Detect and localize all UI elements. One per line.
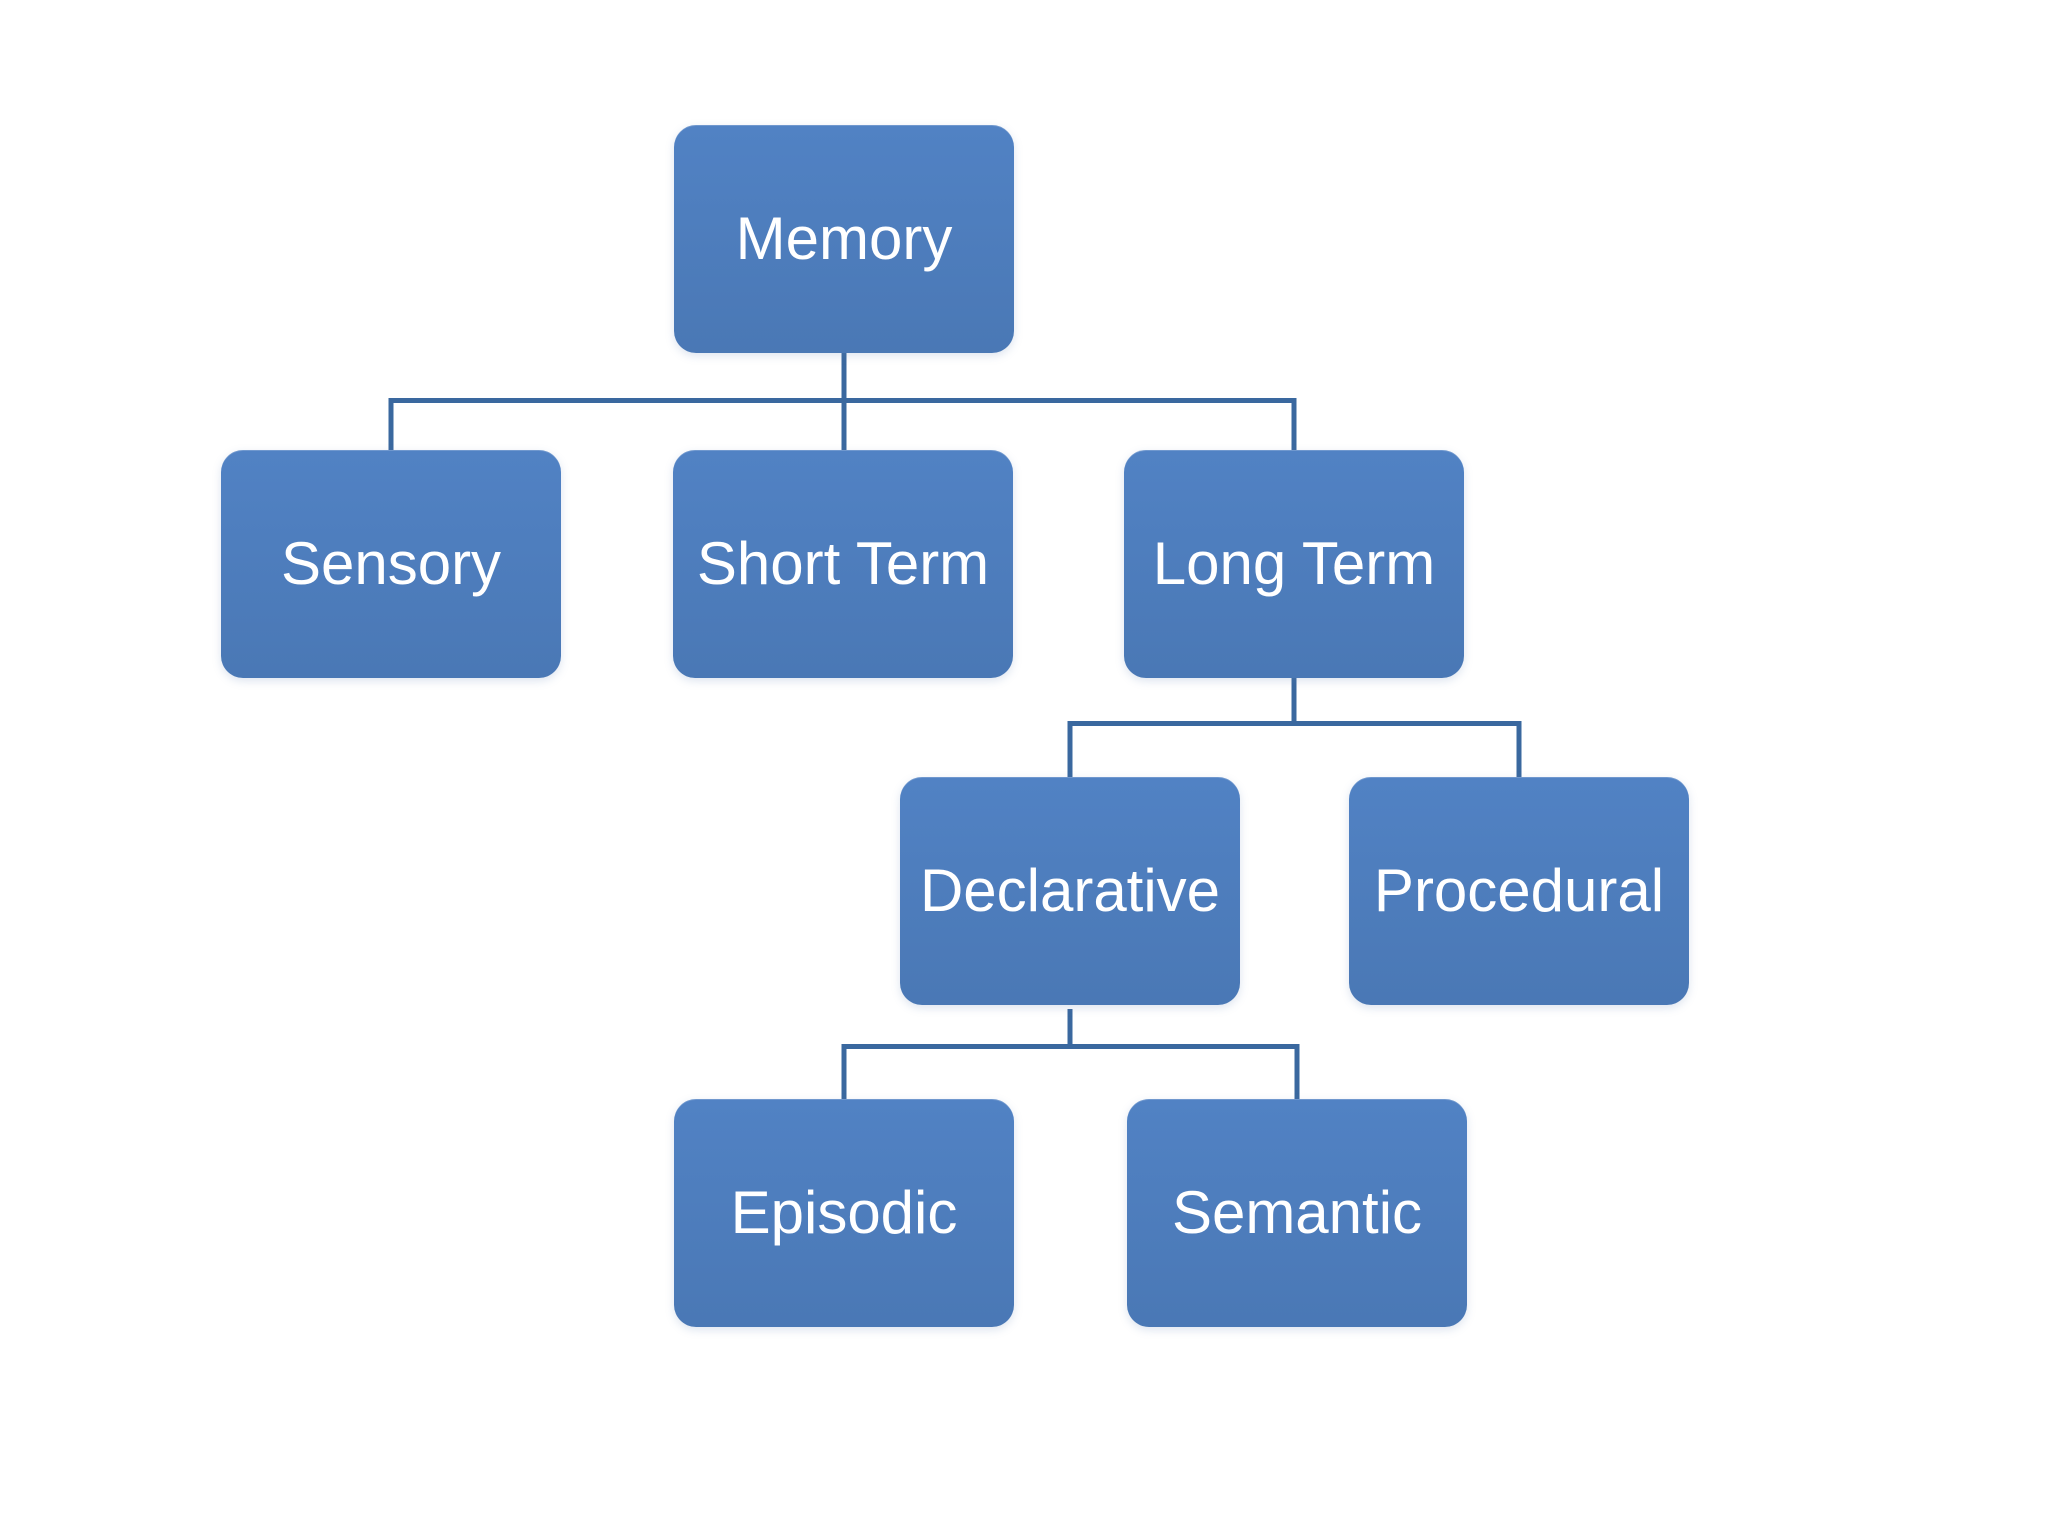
node-short-term: Short Term (673, 450, 1013, 678)
node-label: Procedural (1373, 857, 1665, 924)
node-long-term: Long Term (1124, 450, 1464, 678)
node-episodic: Episodic (674, 1099, 1014, 1327)
node-label: Semantic (1171, 1179, 1423, 1246)
node-label: Memory (735, 205, 953, 272)
connector-memory-sensory-long-term (388, 398, 1297, 450)
node-semantic: Semantic (1127, 1099, 1467, 1327)
node-label: Long Term (1152, 530, 1436, 597)
node-label: Sensory (280, 530, 502, 597)
node-memory: Memory (674, 125, 1014, 353)
node-label: Short Term (696, 530, 990, 597)
node-sensory: Sensory (221, 450, 561, 678)
node-label: Episodic (730, 1179, 958, 1246)
connector-declarative-episodic-semantic (841, 1044, 1300, 1099)
connector-long-term-declarative-procedural (1067, 721, 1522, 777)
node-procedural: Procedural (1349, 777, 1689, 1005)
node-label: Declarative (919, 857, 1221, 924)
node-declarative: Declarative (900, 777, 1240, 1005)
